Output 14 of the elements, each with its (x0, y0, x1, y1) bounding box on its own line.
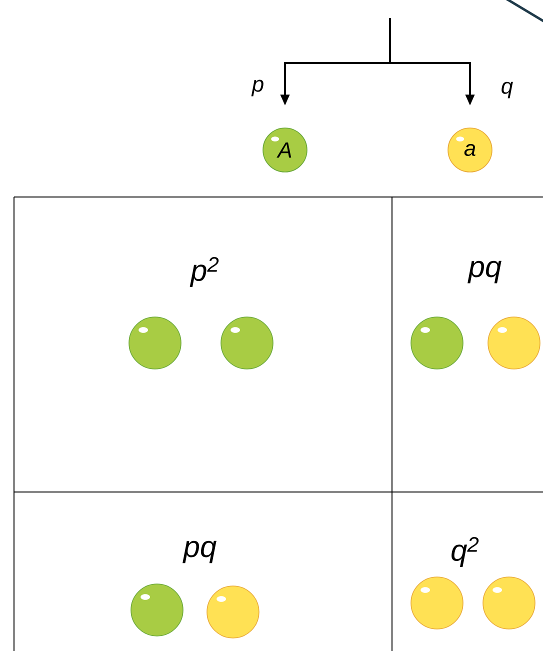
ball-icon (206, 586, 260, 638)
ball-icon (488, 316, 540, 370)
ball-icon (410, 316, 464, 370)
ball-icon (130, 584, 184, 636)
ball-icon (220, 316, 274, 370)
table-cell: p$^{2}$ (14, 196, 392, 492)
table-cell: pq (392, 196, 543, 492)
ball-icon (410, 576, 464, 630)
edge-label: q (500, 80, 514, 100)
edge-label: p (250, 78, 266, 98)
table-cell: pq (14, 492, 392, 651)
table-cell: q$^{2}$ (392, 492, 543, 651)
ball-icon (482, 576, 536, 630)
ball-icon (128, 316, 182, 370)
